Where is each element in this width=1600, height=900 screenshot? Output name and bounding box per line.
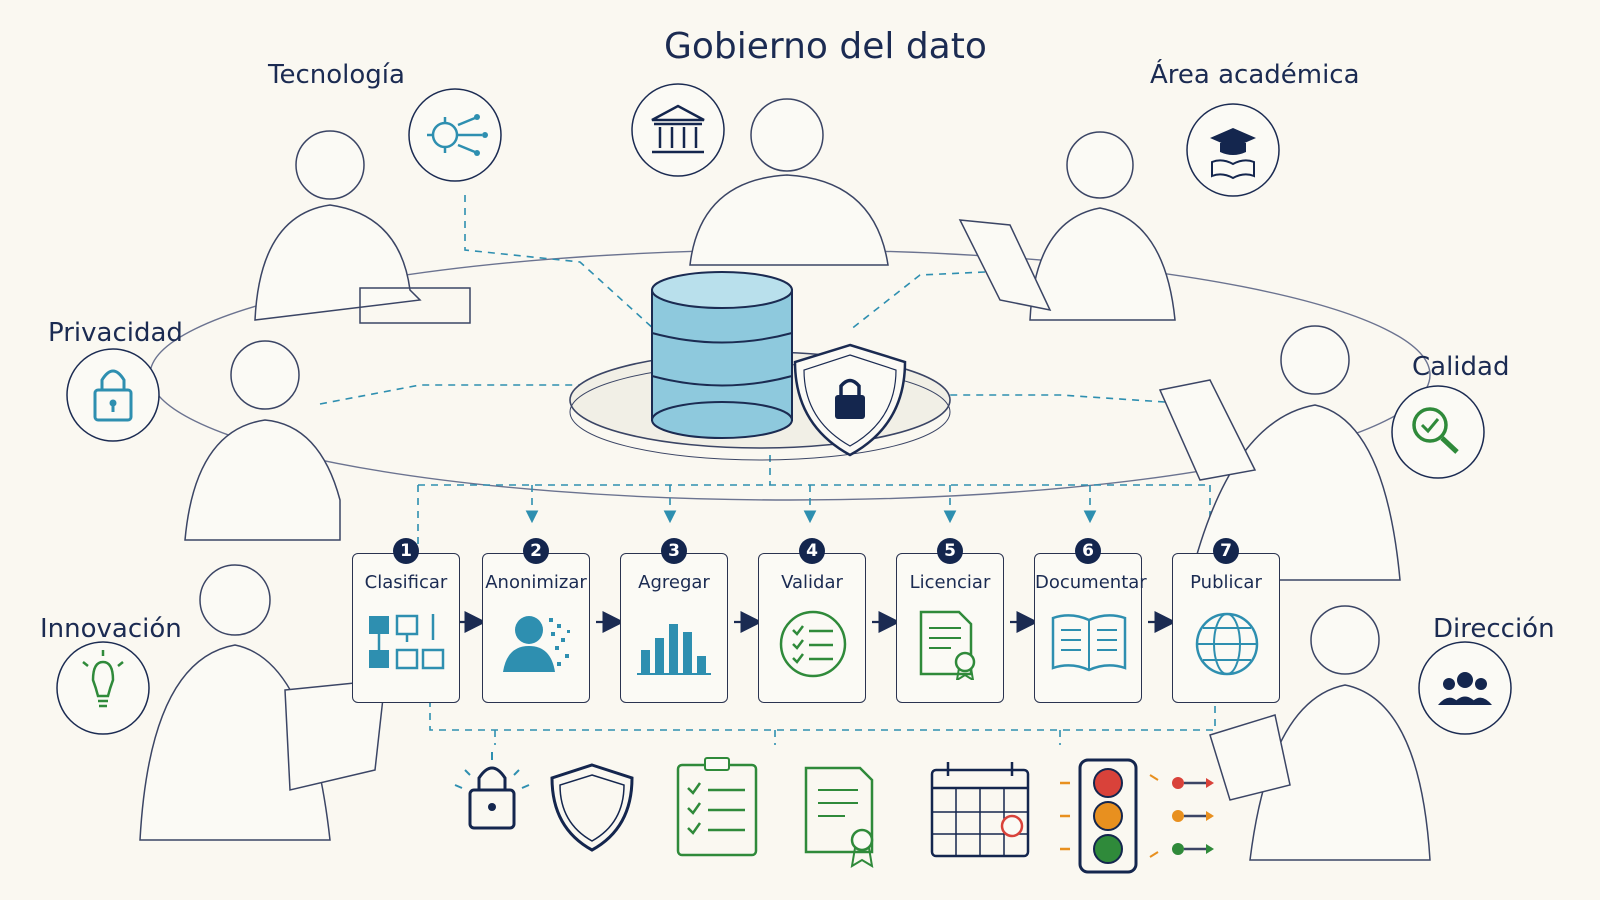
label-innovacion: Innovación	[40, 614, 182, 644]
gear-circuit-icon	[408, 88, 502, 182]
step-number: 4	[799, 538, 825, 564]
step-documentar: 6 Documentar	[1034, 538, 1147, 703]
step-number: 1	[393, 538, 419, 564]
step-clasificar: 1 Clasificar	[352, 538, 460, 703]
step-label: Anonimizar	[485, 572, 587, 593]
person-tecnologia	[254, 130, 471, 324]
padlock-icon	[454, 752, 530, 830]
person-gobierno	[689, 98, 889, 266]
certificate-icon	[804, 766, 874, 868]
step-anonimizar: 2 Anonimizar	[482, 538, 590, 703]
label-tecnologia: Tecnología	[268, 60, 405, 90]
step-number: 7	[1213, 538, 1239, 564]
padlock-icon	[66, 348, 160, 442]
step-label: Agregar	[638, 572, 710, 593]
database-icon	[651, 271, 793, 439]
open-book-icon	[1051, 614, 1127, 672]
classify-grid-icon	[369, 614, 445, 670]
hub	[569, 271, 951, 461]
calendar-icon	[930, 762, 1030, 858]
building-icon	[631, 83, 725, 177]
checklist-icon	[779, 610, 847, 678]
label-area-academica: Área académica	[1150, 60, 1360, 90]
shield-icon	[550, 763, 634, 852]
step-validar: 4 Validar	[758, 538, 866, 703]
label-privacidad: Privacidad	[48, 318, 183, 348]
step-label: Validar	[781, 572, 843, 593]
license-certificate-icon	[919, 610, 976, 680]
shield-lock-icon	[793, 343, 907, 457]
step-label: Clasificar	[364, 572, 448, 593]
step-label: Documentar	[1035, 572, 1147, 593]
traffic-light-icon	[1060, 758, 1214, 874]
bar-chart-icon	[637, 624, 711, 675]
people-group-icon	[1418, 641, 1512, 735]
magnifier-check-icon	[1391, 385, 1485, 479]
person-area-academica	[958, 131, 1176, 321]
person-direccion	[1209, 605, 1431, 861]
step-licenciar: 5 Licenciar	[896, 538, 1004, 703]
step-number: 6	[1075, 538, 1101, 564]
lightbulb-icon	[56, 641, 150, 735]
anonymous-person-icon	[503, 616, 570, 672]
step-number: 3	[661, 538, 687, 564]
person-innovacion	[139, 564, 386, 841]
clipboard-checklist-icon	[676, 757, 758, 857]
step-label: Licenciar	[909, 572, 991, 593]
step-agregar: 3 Agregar	[620, 538, 728, 703]
globe-icon	[1195, 612, 1259, 676]
graduation-book-icon	[1186, 103, 1280, 197]
step-publicar: 7 Publicar	[1172, 538, 1280, 703]
participants	[139, 98, 1431, 861]
label-calidad: Calidad	[1412, 352, 1510, 382]
label-gobierno-del-dato: Gobierno del dato	[664, 26, 987, 67]
person-calidad	[1158, 325, 1401, 581]
bottom-icons	[454, 752, 1214, 874]
step-label: Publicar	[1190, 572, 1262, 593]
person-privacidad	[184, 340, 341, 541]
step-number: 2	[523, 538, 549, 564]
label-direccion: Dirección	[1433, 614, 1555, 644]
step-number: 5	[937, 538, 963, 564]
